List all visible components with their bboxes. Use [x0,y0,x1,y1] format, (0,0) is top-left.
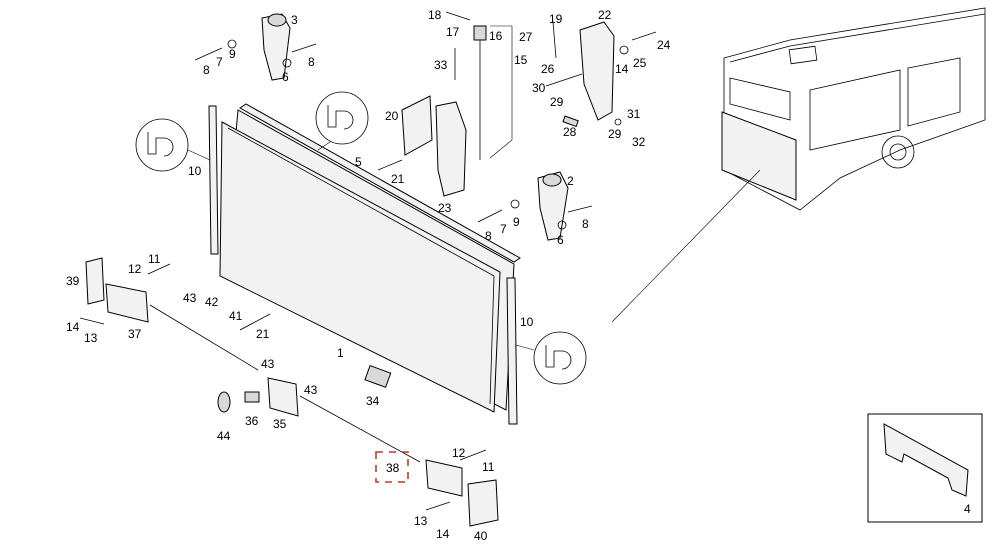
bus-illustration [611,7,986,323]
trim-panels [377,95,467,197]
seal-strip-right [506,277,518,425]
handle-44 [217,391,231,413]
callout-27[interactable]: 27 [519,30,533,44]
callout-30[interactable]: 30 [532,81,546,95]
callout-42[interactable]: 42 [205,295,219,309]
callout-8[interactable]: 8 [308,55,315,69]
callout-20[interactable]: 20 [385,109,399,123]
callout-13[interactable]: 13 [414,514,428,528]
inset-part-4 [867,413,983,523]
seal-profile-detail-left [135,118,211,172]
callout-15[interactable]: 15 [514,53,528,67]
callout-23[interactable]: 23 [438,201,452,215]
seal-profile-detail-right [515,331,587,385]
callout-40[interactable]: 40 [474,529,488,543]
callout-1[interactable]: 1 [337,346,344,360]
trim-panel-23 [435,101,467,197]
callout-44[interactable]: 44 [217,429,231,443]
callout-10[interactable]: 10 [188,164,202,178]
seal-strip-left [208,105,219,255]
callout-6[interactable]: 6 [557,233,564,247]
callout-14[interactable]: 14 [436,527,450,541]
label-plate [364,365,392,388]
callout-6[interactable]: 6 [282,70,289,84]
selected-callout-38-highlight[interactable] [375,451,409,483]
callout-18[interactable]: 18 [428,8,442,22]
callout-5[interactable]: 5 [355,155,362,169]
callout-16[interactable]: 16 [489,29,503,43]
hinge-bracket-top-left [194,13,317,81]
callout-3[interactable]: 3 [291,13,298,27]
bracket-40 [467,479,499,527]
callout-labels: 1 2 3 4 5 6 6 7 7 8 8 8 8 9 9 10 10 11 1… [66,8,971,543]
callout-25[interactable]: 25 [633,56,647,70]
hinge-bracket-right [545,21,657,128]
callout-11[interactable]: 11 [482,460,495,474]
lock-plate-38 [425,459,463,497]
callout-43[interactable]: 43 [183,291,197,305]
callout-39[interactable]: 39 [66,274,80,288]
callout-7[interactable]: 7 [216,55,223,69]
lock-mechanism [79,257,499,527]
callout-36[interactable]: 36 [245,414,259,428]
callout-26[interactable]: 26 [541,62,555,76]
callout-35[interactable]: 35 [273,417,287,431]
callout-14[interactable]: 14 [615,62,629,76]
callout-28[interactable]: 28 [563,125,577,139]
bracket-39 [85,257,105,305]
callout-11[interactable]: 11 [148,252,161,266]
seal-strip-top [239,103,521,263]
callout-8[interactable]: 8 [485,229,492,243]
callout-8[interactable]: 8 [203,63,210,77]
callout-24[interactable]: 24 [657,38,671,52]
callout-38[interactable]: 38 [386,461,400,475]
callout-9[interactable]: 9 [513,215,520,229]
callout-8[interactable]: 8 [582,217,589,231]
callout-29[interactable]: 29 [550,95,564,109]
seal-profile-detail-top [315,91,369,151]
callout-31[interactable]: 31 [627,107,641,121]
callout-21[interactable]: 21 [256,327,270,341]
callout-13[interactable]: 13 [84,331,98,345]
callout-19[interactable]: 19 [549,12,563,26]
callout-34[interactable]: 34 [366,394,380,408]
callout-32[interactable]: 32 [632,135,646,149]
gas-strut-assembly [445,11,513,160]
callout-43[interactable]: 43 [304,383,318,397]
hinge-bracket-middle [477,171,593,241]
callout-12[interactable]: 12 [128,262,142,276]
callout-29[interactable]: 29 [608,127,622,141]
panel-assembly [208,103,521,425]
callout-43[interactable]: 43 [261,357,275,371]
spacer-36 [244,391,260,403]
callout-2[interactable]: 2 [567,174,574,188]
callout-12[interactable]: 12 [452,446,466,460]
trim-panel-20 [401,95,433,156]
callout-7[interactable]: 7 [500,222,507,236]
callout-17[interactable]: 17 [446,25,460,39]
callout-33[interactable]: 33 [434,58,448,72]
side-panel [219,121,501,413]
bus-panel-location [721,111,797,201]
callout-10[interactable]: 10 [520,315,534,329]
callout-14[interactable]: 14 [66,320,80,334]
lock-housing-35 [267,377,299,417]
lock-plate-37 [105,283,149,323]
callout-22[interactable]: 22 [598,8,612,22]
callout-21[interactable]: 21 [391,172,405,186]
callout-9[interactable]: 9 [229,47,236,61]
callout-37[interactable]: 37 [128,327,142,341]
callout-4[interactable]: 4 [964,502,971,516]
callout-41[interactable]: 41 [229,309,243,323]
